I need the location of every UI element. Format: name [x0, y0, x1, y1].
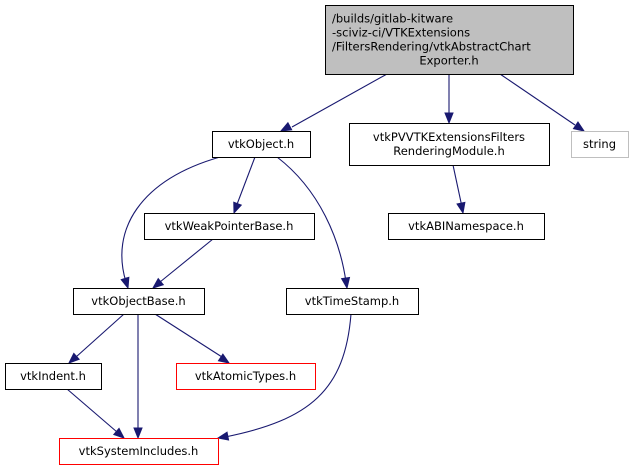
edge-timestamp-to-sysinc [216, 313, 352, 441]
arrow-head-icon [340, 276, 351, 290]
node-label: vtkWeakPointerBase.h [165, 219, 294, 233]
edge-line [276, 156, 347, 283]
node-label: string [583, 137, 616, 151]
node-label: vtkAtomicTypes.h [195, 369, 296, 383]
arrow-head-icon [67, 352, 80, 364]
node-atomic[interactable]: vtkAtomicTypes.h [176, 363, 316, 390]
node-box [286, 288, 419, 315]
arrow-head-icon [151, 277, 165, 289]
edge-line [75, 313, 125, 358]
node-label: Exporter.h [419, 54, 478, 68]
node-box [144, 213, 315, 240]
edge-vtkObject-to-objbase [120, 156, 221, 290]
node-label: vtkIndent.h [20, 369, 86, 383]
arrow-head-icon [233, 201, 243, 215]
node-objbase[interactable]: vtkObjectBase.h [73, 288, 205, 315]
node-box [349, 123, 550, 166]
node-box [571, 131, 629, 158]
edges-layer [66, 73, 586, 441]
edge-line [291, 73, 388, 128]
node-box [325, 5, 574, 75]
node-label: vtkPVVTKExtensionsFilters [373, 130, 525, 144]
node-label: vtkSystemIncludes.h [79, 444, 199, 458]
node-label: /FiltersRendering/vtkAbstractChart [332, 40, 531, 54]
edge-line [159, 238, 214, 283]
arrow-head-icon [572, 121, 586, 132]
edge-vtkObject-to-timestamp [276, 156, 351, 290]
edge-line [235, 156, 256, 208]
node-string[interactable]: string [571, 131, 629, 158]
node-box [5, 363, 102, 390]
edge-indent-to-sysinc [66, 388, 126, 439]
edge-root-to-vtkObject [279, 73, 388, 132]
arrow-head-icon [120, 276, 130, 290]
arrow-head-icon [112, 427, 126, 439]
nodes-layer: /builds/gitlab-kitware-sciviz-ci/VTKExte… [5, 5, 629, 465]
arrow-head-icon [216, 431, 230, 441]
edge-line [154, 313, 223, 358]
node-box [176, 363, 316, 390]
edge-weak-to-objbase [151, 238, 214, 289]
edge-line [224, 313, 352, 438]
edge-objbase-to-sysinc [133, 314, 143, 440]
edge-module-to-abi [452, 164, 466, 215]
node-weak[interactable]: vtkWeakPointerBase.h [144, 213, 315, 240]
edge-root-to-module [444, 74, 454, 125]
node-box [59, 438, 219, 465]
edge-line [121, 156, 221, 283]
node-sysinc[interactable]: vtkSystemIncludes.h [59, 438, 219, 465]
node-label: RenderingModule.h [393, 144, 505, 158]
edge-vtkObject-to-weak [233, 156, 256, 215]
node-vtkObject[interactable]: vtkObject.h [212, 131, 311, 158]
node-abi[interactable]: vtkABINamespace.h [388, 213, 545, 240]
arrow-head-icon [217, 353, 231, 364]
node-label: /builds/gitlab-kitware [332, 12, 453, 26]
edge-line [66, 388, 118, 433]
node-box [73, 288, 205, 315]
arrow-head-icon [444, 112, 454, 125]
node-label: vtkObject.h [228, 137, 294, 151]
node-root: /builds/gitlab-kitware-sciviz-ci/VTKExte… [325, 5, 574, 75]
node-timestamp[interactable]: vtkTimeStamp.h [286, 288, 419, 315]
node-box [388, 213, 545, 240]
edge-line [452, 164, 463, 208]
arrow-head-icon [279, 121, 293, 132]
arrow-head-icon [456, 201, 466, 215]
node-label: vtkTimeStamp.h [305, 294, 399, 308]
node-label: vtkObjectBase.h [91, 294, 185, 308]
edge-line [499, 73, 576, 126]
node-label: vtkABINamespace.h [408, 219, 524, 233]
node-label: -sciviz-ci/VTKExtensions [332, 26, 470, 40]
node-box [212, 131, 311, 158]
edge-root-to-string [499, 73, 586, 132]
node-indent[interactable]: vtkIndent.h [5, 363, 102, 390]
edge-objbase-to-indent [67, 313, 125, 364]
node-module[interactable]: vtkPVVTKExtensionsFiltersRenderingModule… [349, 123, 550, 166]
edge-objbase-to-atomic [154, 313, 231, 364]
arrow-head-icon [133, 427, 143, 440]
